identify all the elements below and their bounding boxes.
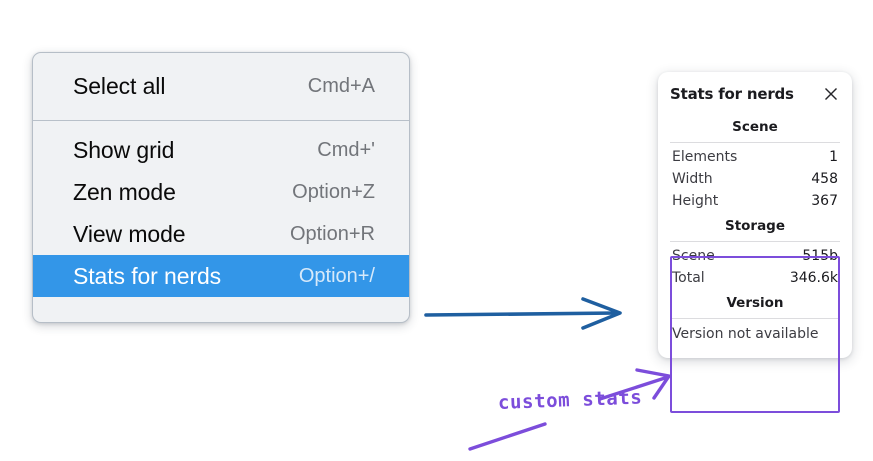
stats-row-value: 367: [811, 193, 838, 209]
handwritten-annotation-label: custom stats: [497, 386, 643, 414]
menu-group-1: Select all Cmd+A: [33, 53, 409, 120]
section-heading: Storage: [724, 218, 786, 234]
menu-item-shortcut: Option+R: [289, 222, 375, 245]
canvas-context-menu[interactable]: Select all Cmd+A Show grid Cmd+' Zen mod…: [32, 52, 410, 323]
menu-item-label: View mode: [73, 220, 186, 247]
stats-row-key: Width: [672, 171, 713, 187]
version-note: Version not available: [672, 326, 819, 342]
menu-divider: [33, 120, 409, 121]
stats-for-nerds-panel: Stats for nerds Scene Elements 1 Width 4…: [658, 72, 852, 358]
stats-row-value: 515b: [802, 248, 838, 264]
stats-panel-header: Stats for nerds: [670, 82, 840, 113]
stats-row-key: Elements: [672, 149, 738, 165]
menu-item-shortcut: Cmd+A: [307, 74, 375, 97]
stats-row-key: Total: [672, 270, 705, 286]
menu-item-select-all[interactable]: Select all Cmd+A: [33, 65, 409, 107]
section-rule: [670, 241, 840, 242]
menu-item-label: Show grid: [73, 136, 175, 163]
menu-item-shortcut: Cmd+': [317, 138, 375, 161]
stats-section-storage: Storage Scene 515b Total 346.6k: [670, 212, 840, 289]
blue-flow-arrow: [424, 297, 622, 330]
stats-row-value: 346.6k: [789, 270, 838, 286]
stats-row-value: 458: [811, 171, 838, 187]
stats-row-storage-scene: Scene 515b: [670, 245, 840, 267]
section-rule: [670, 142, 840, 143]
menu-item-view-mode[interactable]: View mode Option+R: [33, 213, 409, 255]
stats-section-version: Version Version not available: [670, 289, 840, 344]
stats-row-storage-total: Total 346.6k: [670, 267, 840, 289]
menu-item-zen-mode[interactable]: Zen mode Option+Z: [33, 171, 409, 213]
stats-row-key: Height: [672, 193, 719, 209]
stats-section-scene: Scene Elements 1 Width 458 Height 367: [670, 113, 840, 212]
menu-bottom-padding: [33, 306, 409, 322]
close-icon[interactable]: [822, 85, 840, 103]
menu-item-label: Select all: [73, 72, 166, 99]
section-rule: [670, 318, 840, 319]
menu-item-show-grid[interactable]: Show grid Cmd+': [33, 129, 409, 171]
stats-row-width: Width 458: [670, 168, 840, 190]
section-heading: Scene: [732, 119, 778, 135]
stats-row-elements: Elements 1: [670, 146, 840, 168]
purple-underline-stroke: [468, 422, 547, 451]
menu-item-label: Zen mode: [73, 178, 176, 205]
stats-row-value: 1: [829, 149, 838, 165]
section-heading: Version: [726, 295, 784, 311]
menu-item-label: Stats for nerds: [73, 262, 222, 289]
stats-panel-title: Stats for nerds: [670, 85, 794, 103]
menu-group-2: Show grid Cmd+' Zen mode Option+Z View m…: [33, 121, 409, 306]
menu-item-shortcut: Option+Z: [292, 180, 375, 203]
menu-item-stats-for-nerds[interactable]: Stats for nerds Option+/: [33, 255, 409, 297]
stats-row-height: Height 367: [670, 190, 840, 212]
menu-item-shortcut: Option+/: [298, 264, 375, 287]
stats-row-key: Scene: [672, 248, 715, 264]
